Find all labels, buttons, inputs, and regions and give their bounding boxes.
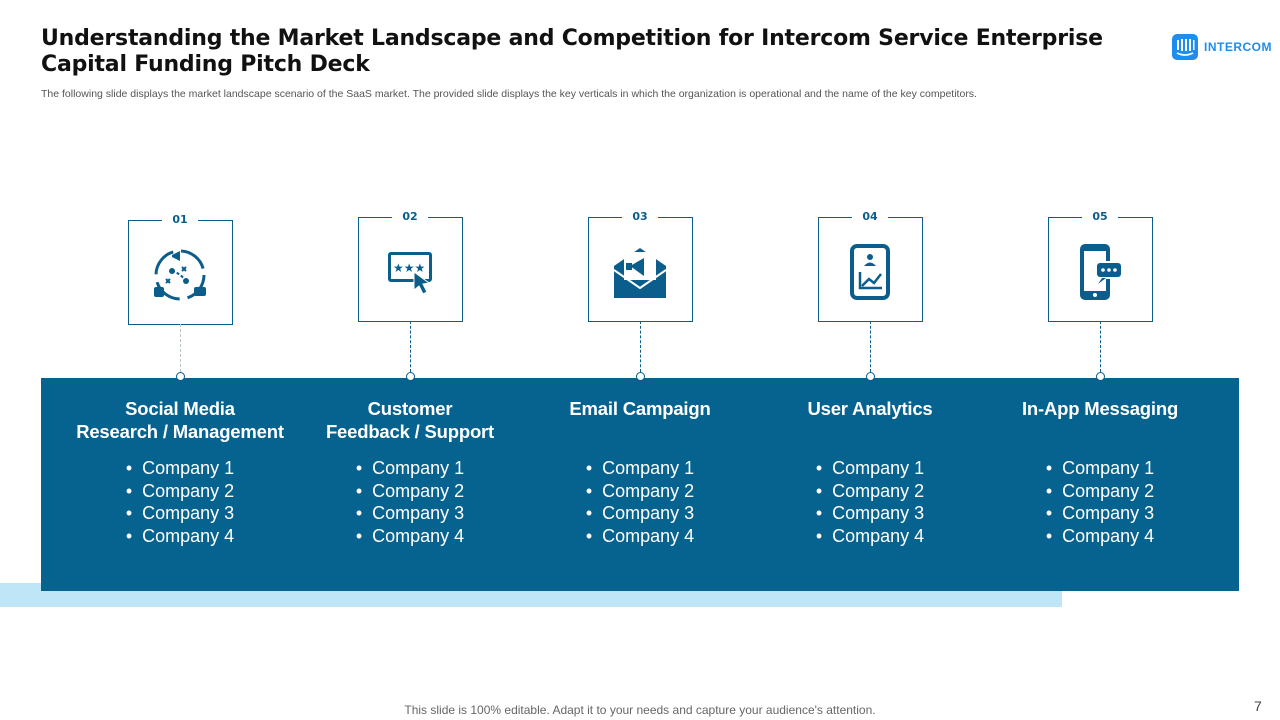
slide-subtitle: The following slide displays the market … <box>41 88 977 100</box>
customer-rating-feedback-icon: ★★★ <box>388 252 432 295</box>
connector-line <box>1100 321 1101 372</box>
competitor-item: Company 1 <box>356 457 464 480</box>
competitor-item: Company 4 <box>816 525 924 548</box>
connector-line <box>410 321 411 372</box>
user-analytics-icon <box>850 244 890 300</box>
vertical-number: 04 <box>852 198 888 234</box>
connector-dot <box>406 372 415 381</box>
competitor-list: Company 1 Company 2 Company 3 Company 4 <box>816 457 924 547</box>
competitor-item: Company 1 <box>586 457 694 480</box>
competitor-item: Company 4 <box>1046 525 1154 548</box>
vertical-title-line: Social Media <box>125 398 235 419</box>
mobile-chat-icon <box>1080 244 1123 300</box>
vertical-card-03: 03 <box>588 198 693 322</box>
vertical-title: Email Campaign <box>525 397 755 457</box>
competitor-item: Company 3 <box>816 502 924 525</box>
svg-text:★★★: ★★★ <box>393 261 425 275</box>
vertical-card-01: 01 <box>128 201 233 325</box>
intercom-logo: INTERCOM <box>1172 34 1272 60</box>
vertical-title: Customer Feedback / Support <box>295 397 525 457</box>
vertical-title-line: Email Campaign <box>569 398 711 419</box>
competitor-item: Company 2 <box>586 480 694 503</box>
slide-title: Understanding the Market Landscape and C… <box>41 26 1103 77</box>
vertical-title: User Analytics <box>755 397 985 457</box>
vertical-card-02: 02 ★★★ <box>358 198 463 322</box>
vertical-title: In-App Messaging <box>985 397 1215 457</box>
connector-line <box>180 324 181 372</box>
connector-dot <box>176 372 185 381</box>
vertical-number: 01 <box>162 201 198 237</box>
connector-dot <box>1096 372 1105 381</box>
vertical-number: 02 <box>392 198 428 234</box>
competitor-item: Company 3 <box>586 502 694 525</box>
vertical-column-04: User Analytics Company 1 Company 2 Compa… <box>755 397 985 547</box>
page-number: 7 <box>1254 698 1262 714</box>
vertical-title-line: Feedback / Support <box>325 421 495 442</box>
competitor-item: Company 3 <box>1046 502 1154 525</box>
competitor-item: Company 2 <box>356 480 464 503</box>
competitor-list: Company 1 Company 2 Company 3 Company 4 <box>586 457 694 547</box>
vertical-column-03: Email Campaign Company 1 Company 2 Compa… <box>525 397 755 547</box>
vertical-title-line: In-App Messaging <box>1021 398 1179 419</box>
vertical-number: 03 <box>622 198 658 234</box>
competitor-list: Company 1 Company 2 Company 3 Company 4 <box>356 457 464 547</box>
competitor-list: Company 1 Company 2 Company 3 Company 4 <box>126 457 234 547</box>
connector-line <box>640 321 641 372</box>
competitor-item: Company 2 <box>816 480 924 503</box>
connector-dot <box>636 372 645 381</box>
competitor-item: Company 2 <box>126 480 234 503</box>
competitor-item: Company 4 <box>126 525 234 548</box>
competitor-item: Company 3 <box>126 502 234 525</box>
connector-dot <box>866 372 875 381</box>
competitor-list: Company 1 Company 2 Company 3 Company 4 <box>1046 457 1154 547</box>
vertical-card-04: 04 <box>818 198 923 322</box>
vertical-title-line: Customer <box>367 398 453 419</box>
vertical-number: 05 <box>1082 198 1118 234</box>
competitor-item: Company 1 <box>816 457 924 480</box>
competitor-item: Company 3 <box>356 502 464 525</box>
vertical-card-05: 05 <box>1048 198 1153 322</box>
competitor-item: Company 4 <box>586 525 694 548</box>
vertical-column-02: Customer Feedback / Support Company 1 Co… <box>295 397 525 547</box>
email-megaphone-icon <box>613 248 667 298</box>
vertical-title: Social Media Research / Management <box>65 397 295 457</box>
intercom-logo-text: INTERCOM <box>1204 40 1272 54</box>
vertical-title-line: User Analytics <box>807 398 933 419</box>
vertical-column-05: In-App Messaging Company 1 Company 2 Com… <box>985 397 1215 547</box>
vertical-title-line: Research / Management <box>76 421 284 442</box>
footer-note: This slide is 100% editable. Adapt it to… <box>404 703 876 717</box>
competitor-item: Company 4 <box>356 525 464 548</box>
connector-line <box>870 321 871 372</box>
competitor-item: Company 2 <box>1046 480 1154 503</box>
intercom-logo-icon <box>1172 34 1198 60</box>
competitor-item: Company 1 <box>126 457 234 480</box>
social-media-strategy-icon <box>154 249 206 301</box>
competitor-item: Company 1 <box>1046 457 1154 480</box>
vertical-column-01: Social Media Research / Management Compa… <box>65 397 295 547</box>
